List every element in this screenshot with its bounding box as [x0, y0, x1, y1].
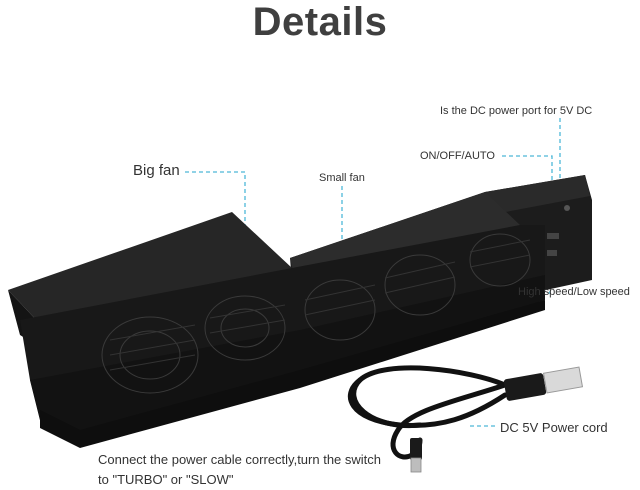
- big-fan-label: Big fan: [133, 162, 180, 179]
- usb-power-cord: [348, 365, 508, 460]
- cooler-device: [8, 175, 592, 448]
- page-title: Details: [252, 0, 388, 44]
- connect-instructions: Connect the power cable correctly,turn t…: [98, 452, 382, 487]
- power-cord-label: DC 5V Power cord: [500, 420, 608, 435]
- small-fan-label: Small fan: [319, 172, 365, 184]
- usb-plug: [503, 366, 584, 401]
- on-off-auto-label: ON/OFF/AUTO: [420, 150, 495, 162]
- dc-barrel-plug: [410, 438, 422, 473]
- dc-port-label: Is the DC power port for 5V DC: [440, 105, 593, 117]
- speed-label: High speed/Low speed: [518, 286, 630, 298]
